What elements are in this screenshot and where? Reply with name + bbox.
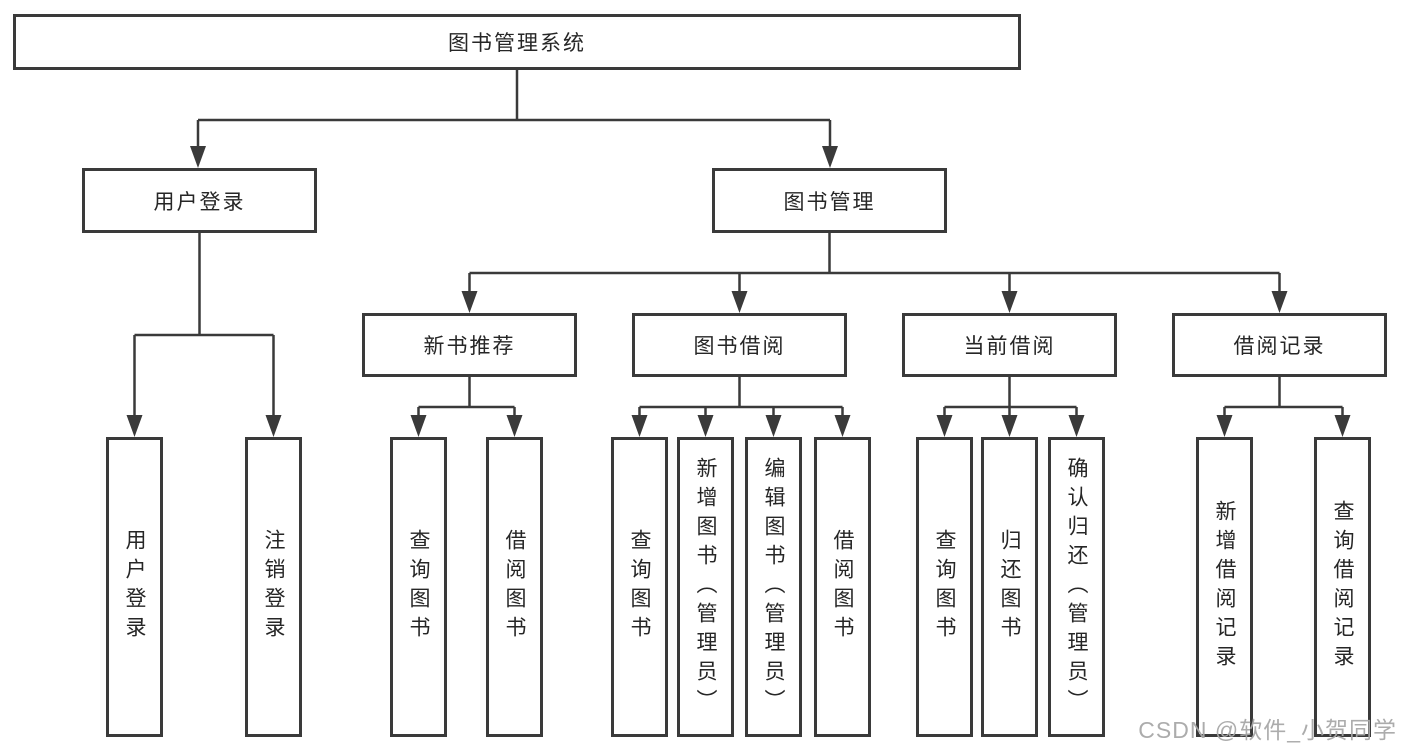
leaf-bb-query-books: 查询图书 — [611, 437, 668, 737]
leaf-br-add-record: 新增借阅记录 — [1196, 437, 1253, 737]
node-user-login-label: 用户登录 — [153, 190, 246, 214]
leaf-br-add-record-label: 新增借阅记录 — [1213, 500, 1236, 674]
node-book-borrowing-label: 图书借阅 — [693, 335, 786, 358]
node-borrowing-records-label: 借阅记录 — [1233, 335, 1326, 358]
leaf-cb-confirm-return-admin-label: 确认归还（管理员） — [1065, 456, 1088, 718]
leaf-nbr-query-books: 查询图书 — [390, 437, 447, 737]
leaf-bb-query-books-label: 查询图书 — [628, 529, 651, 645]
leaf-bb-borrow-books: 借阅图书 — [814, 437, 871, 737]
node-root-label: 图书管理系统 — [448, 32, 586, 55]
leaf-user-login: 用户登录 — [106, 437, 163, 737]
leaf-nbr-borrow-books: 借阅图书 — [486, 437, 543, 737]
leaf-bb-edit-books-admin-label: 编辑图书（管理员） — [762, 456, 785, 718]
leaf-nbr-borrow-books-label: 借阅图书 — [503, 529, 526, 645]
leaf-bb-add-books-admin: 新增图书（管理员） — [677, 437, 734, 737]
leaf-cb-return-books: 归还图书 — [981, 437, 1038, 737]
leaf-cb-return-books-label: 归还图书 — [998, 529, 1021, 645]
leaf-nbr-query-books-label: 查询图书 — [407, 529, 430, 645]
leaf-cb-query-books: 查询图书 — [916, 437, 973, 737]
leaf-bb-borrow-books-label: 借阅图书 — [831, 529, 854, 645]
leaf-cb-confirm-return-admin: 确认归还（管理员） — [1048, 437, 1105, 737]
node-user-login: 用户登录 — [82, 168, 317, 233]
leaf-cb-query-books-label: 查询图书 — [933, 529, 956, 645]
node-new-book-recommend: 新书推荐 — [362, 313, 577, 377]
node-root: 图书管理系统 — [13, 14, 1021, 70]
leaf-logout: 注销登录 — [245, 437, 302, 737]
leaf-bb-edit-books-admin: 编辑图书（管理员） — [745, 437, 802, 737]
node-book-borrowing: 图书借阅 — [632, 313, 847, 377]
leaf-logout-label: 注销登录 — [262, 529, 285, 645]
node-borrowing-records: 借阅记录 — [1172, 313, 1387, 377]
node-current-borrowing-label: 当前借阅 — [963, 335, 1056, 358]
leaf-br-query-record-label: 查询借阅记录 — [1331, 500, 1354, 674]
leaf-user-login-label: 用户登录 — [123, 529, 146, 645]
leaf-bb-add-books-admin-label: 新增图书（管理员） — [694, 456, 717, 718]
node-new-book-recommend-label: 新书推荐 — [423, 335, 516, 358]
watermark: CSDN @软件_小贺同学 — [1138, 717, 1397, 743]
leaf-br-query-record: 查询借阅记录 — [1314, 437, 1371, 737]
node-book-management-label: 图书管理 — [783, 190, 876, 214]
node-current-borrowing: 当前借阅 — [902, 313, 1117, 377]
node-book-management: 图书管理 — [712, 168, 947, 233]
arrowheads — [126, 146, 1351, 437]
